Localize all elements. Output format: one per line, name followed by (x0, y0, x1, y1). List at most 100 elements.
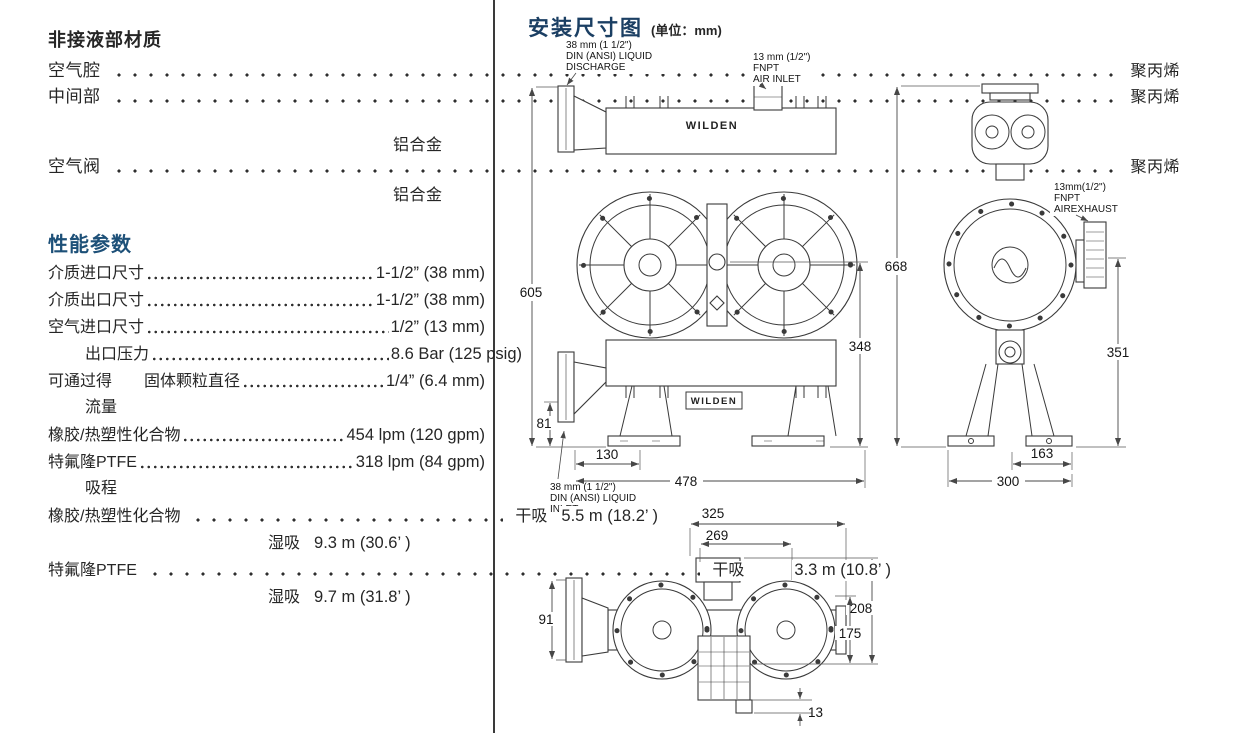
dry-suction-label: 干吸 (513, 507, 550, 527)
dim-13: 13 (808, 705, 823, 720)
air-valve (971, 101, 1049, 165)
drawing-title: 安装尺寸图 (528, 17, 643, 40)
dim-175: 175 (839, 626, 862, 641)
inlet-callout-line1: 38 mm (1 1/2") (550, 482, 616, 493)
material-label: 中间部 (48, 87, 101, 106)
material-value: 聚丙烯 (1130, 63, 1180, 80)
suction-dry-rubber-row: 橡胶/热塑性化合物 干吸 5.5 m (18.2’ ) (48, 506, 660, 527)
dot-leader (138, 464, 354, 470)
brand-logo-bottom: WILDEN (691, 396, 737, 407)
spec-row-flow-rubber: 橡胶/热塑性化合物 454 lpm (120 gpm) (48, 425, 485, 446)
wet-suction-value: 9.3 m (30.6’ ) (314, 534, 411, 552)
section-divider (493, 0, 495, 733)
material-value: 聚丙烯 (1130, 89, 1180, 106)
left-diaphragm-chamber (576, 191, 724, 339)
installation-drawing: WILDEN WILDEN (517, 38, 1134, 726)
material-label: 空气阀 (48, 157, 101, 176)
material-label: 空气腔 (48, 61, 101, 80)
dot-leader (110, 72, 1121, 78)
side-view (943, 83, 1107, 447)
dim-130: 130 (596, 447, 619, 462)
air-exhaust-muffler (1083, 221, 1107, 289)
spec-value: 1-1/2” (38 mm) (375, 291, 485, 309)
dim-163: 163 (1031, 446, 1054, 461)
spec-row-suction-heading: 吸程 (48, 479, 522, 499)
material-row-center-section: 中间部 聚丙烯 (48, 86, 1180, 108)
dim-91: 91 (538, 612, 553, 627)
spec-label: 橡胶/热塑性化合物 (48, 508, 181, 525)
exhaust-callout-line1: 13mm(1/2") (1054, 182, 1106, 193)
dim-81: 81 (536, 416, 551, 431)
drawing-title-block: 安装尺寸图 (单位：mm) (528, 12, 722, 42)
drawing-unit-note: (单位：mm) (651, 23, 722, 38)
spec-value: 1/2” (13 mm) (390, 318, 485, 336)
dim-300: 300 (997, 474, 1020, 489)
discharge-callout-line3: DISCHARGE (566, 62, 626, 73)
material-row-air-valve: 空气阀 聚丙烯 (48, 156, 1180, 178)
spec-label: 特氟隆PTFE (48, 454, 137, 471)
spec-row-flow-heading: 流量 (48, 398, 522, 418)
air-inlet-callout-line3: AIR INLET (753, 74, 801, 85)
spec-label: 吸程 (85, 480, 118, 497)
dot-leader (110, 168, 1121, 174)
dim-478: 478 (675, 474, 698, 489)
spec-value: 1-1/2” (38 mm) (375, 264, 485, 282)
spec-value: 1/4” (6.4 mm) (385, 372, 485, 390)
spec-row-flow-ptfe: 特氟隆PTFE 318 lpm (84 gpm) (48, 452, 485, 473)
spec-value: 8.6 Bar (125 psig) (390, 345, 522, 363)
spec-row-solids-diameter: 可通过得 固体颗粒直径 1/4” (6.4 mm) (48, 371, 485, 392)
bottom-view (565, 557, 847, 714)
material-row-air-chamber: 空气腔 聚丙烯 (48, 60, 1180, 82)
dim-325: 325 (702, 506, 725, 521)
brand-logo-top: WILDEN (686, 120, 738, 132)
spec-row-inlet-size: 介质进口尺寸 1-1/2” (38 mm) (48, 263, 485, 284)
suction-dry-ptfe-row: 特氟隆PTFE 干吸 3.3 m (10.8’ ) (48, 560, 893, 581)
performance-heading: 性能参数 (48, 234, 132, 256)
wet-suction-label: 湿吸 (268, 589, 301, 606)
callouts: 38 mm (1 1/2") DIN (ANSI) LIQUID DISCHAR… (546, 38, 1130, 520)
spec-label: 可通过得 (48, 373, 113, 390)
dot-leader (182, 437, 345, 443)
discharge-callout-line1: 38 mm (1 1/2") (566, 40, 632, 51)
suction-wet-ptfe-row: 湿吸 9.7 m (31.8’ ) (268, 587, 411, 608)
dot-leader (146, 571, 701, 577)
dot-leader (242, 383, 384, 389)
dot-leader (190, 517, 504, 523)
dry-suction-value: 3.3 m (10.8’ ) (792, 560, 893, 581)
wet-suction-value: 9.7 m (31.8’ ) (314, 588, 411, 606)
exhaust-callout-line3: AIREXHAUST (1054, 204, 1118, 215)
dot-leader (146, 302, 374, 308)
dot-leader (146, 275, 374, 281)
bottom-left-chamber (612, 580, 712, 680)
spec-row-outlet-size: 介质出口尺寸 1-1/2” (38 mm) (48, 290, 485, 311)
inlet-callout-line2: DIN (ANSI) LIQUID (550, 493, 636, 504)
spec-label: 介质出口尺寸 (48, 292, 145, 309)
spec-value: 318 lpm (84 gpm) (355, 453, 485, 471)
material-value: 聚丙烯 (1130, 159, 1180, 176)
bottom-right-chamber (736, 580, 836, 680)
spec-label: 出口压力 (85, 346, 150, 363)
dot-leader (110, 98, 1121, 104)
materials-heading: 非接液部材质 (48, 30, 162, 50)
air-inlet-callout-line1: 13 mm (1/2") (753, 52, 810, 63)
spec-label: 橡胶/热塑性化合物 (48, 427, 181, 444)
dim-208: 208 (850, 601, 873, 616)
dry-suction-value: 5.5 m (18.2’ ) (559, 506, 660, 527)
spec-label: 介质进口尺寸 (48, 265, 145, 282)
spec-label: 流量 (85, 399, 118, 416)
discharge-callout-line2: DIN (ANSI) LIQUID (566, 51, 652, 62)
spec-row-air-inlet-size: 空气进口尺寸 1/2” (13 mm) (48, 317, 485, 338)
air-inlet-callout-line2: FNPT (753, 63, 779, 74)
spec-label: 特氟隆PTFE (48, 562, 137, 579)
spec-label-2: 固体颗粒直径 (144, 373, 241, 390)
dim-605: 605 (520, 285, 543, 300)
exhaust-callout-line2: FNPT (1054, 193, 1080, 204)
suction-wet-rubber-row: 湿吸 9.3 m (30.6’ ) (268, 533, 411, 554)
dim-269: 269 (706, 528, 729, 543)
dot-leader (146, 329, 389, 335)
right-diaphragm-chamber (710, 191, 858, 339)
spec-row-outlet-pressure: 出口压力 8.6 Bar (125 psig) (48, 344, 522, 365)
dim-668: 668 (885, 259, 908, 274)
wet-suction-label: 湿吸 (268, 535, 301, 552)
dot-leader (151, 356, 389, 362)
